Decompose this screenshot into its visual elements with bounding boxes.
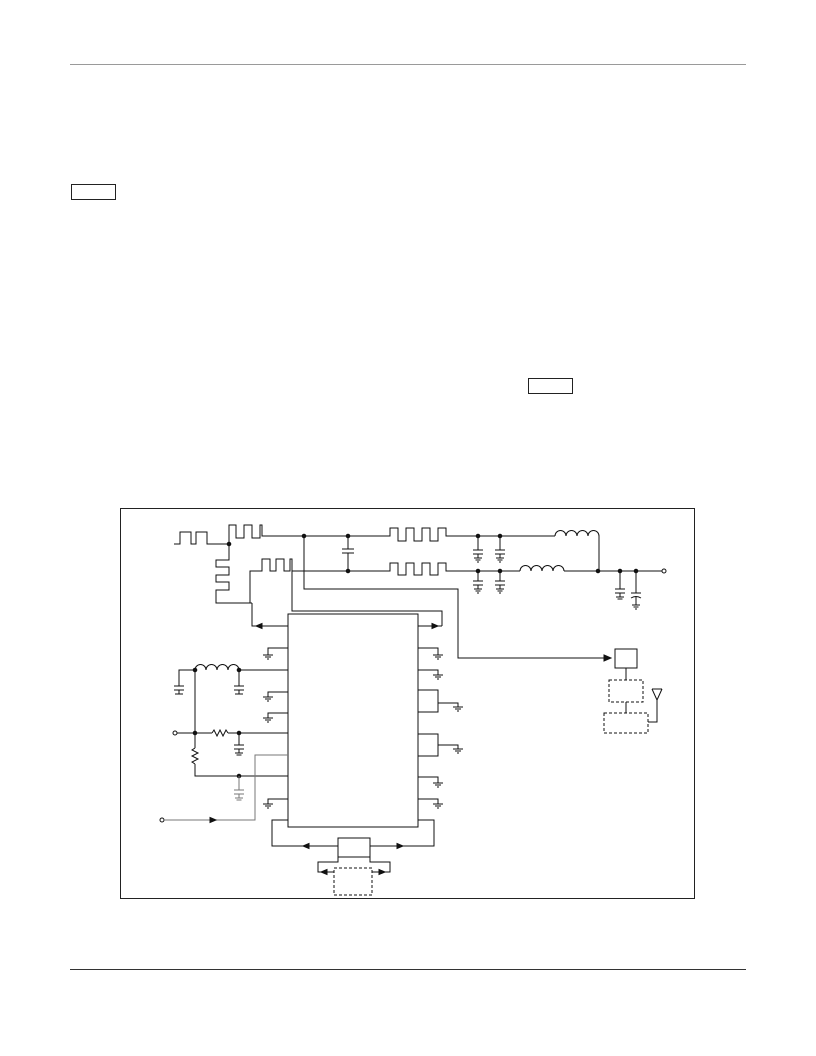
mcu-block-dashed	[609, 680, 643, 702]
ic-main	[288, 614, 418, 827]
phase1-waveform-lower	[216, 544, 252, 603]
phase2-waveform	[250, 559, 348, 603]
inductor-icon	[195, 665, 239, 671]
ground-icon	[263, 713, 288, 722]
capacitor-icon	[234, 733, 244, 755]
capacitor-icon	[234, 670, 244, 694]
phase1-waveform	[212, 525, 304, 544]
ground-icon	[263, 692, 288, 701]
sensor-block	[615, 649, 637, 668]
resistor-icon	[192, 748, 198, 764]
capacitor-icon	[495, 536, 505, 562]
square-wave-icon	[174, 532, 212, 544]
ground-icon	[418, 648, 443, 659]
header-rule	[70, 64, 746, 65]
control-block	[338, 838, 370, 857]
ground-icon	[418, 690, 463, 712]
terminal-icon	[173, 731, 177, 735]
arrow-icon	[604, 655, 611, 661]
inductor-icon	[555, 531, 599, 536]
bottom-rail	[348, 563, 520, 575]
terminal-icon	[662, 569, 666, 573]
resistor-icon	[212, 730, 228, 736]
ground-icon	[418, 734, 463, 756]
capacitor-icon	[473, 536, 483, 562]
footer-rule	[70, 969, 746, 970]
external-module-dashed	[334, 868, 372, 895]
capacitor-icon	[615, 571, 625, 599]
sense-line	[304, 536, 610, 658]
figure-reference-box	[71, 184, 116, 200]
polarized-capacitor-icon	[631, 571, 641, 609]
ground-icon	[263, 799, 288, 808]
capacitor-icon	[473, 571, 483, 593]
capacitor-icon	[234, 776, 244, 800]
table-reference-box	[528, 378, 573, 394]
inductor-icon	[520, 566, 564, 572]
arrow-icon	[210, 818, 216, 823]
capacitor-icon	[174, 686, 184, 694]
capacitor-icon	[495, 571, 505, 593]
figure-frame	[120, 508, 695, 899]
ground-icon	[418, 799, 443, 808]
junction-dot	[227, 542, 231, 546]
terminal-icon	[160, 818, 164, 822]
antenna-icon	[652, 689, 662, 700]
ground-icon	[418, 777, 443, 787]
ground-icon	[263, 648, 288, 659]
ground-icon	[418, 670, 443, 679]
wireless-module	[604, 713, 648, 733]
top-rail	[304, 528, 555, 541]
